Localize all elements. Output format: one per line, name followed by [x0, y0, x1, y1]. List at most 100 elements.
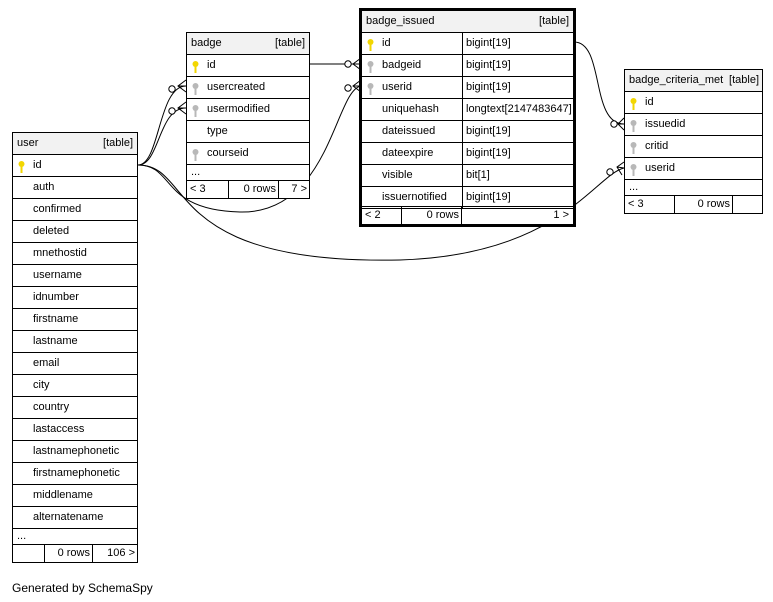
column-name: email — [33, 357, 60, 369]
optional-marker — [606, 168, 614, 176]
optional-marker — [168, 107, 176, 115]
column-row[interactable]: usercreated — [187, 77, 309, 99]
column-name: issuernotified — [382, 191, 447, 203]
column-row[interactable]: alternatename — [13, 507, 137, 529]
link-issued-criteria-issuedid — [573, 41, 625, 125]
column-name: deleted — [33, 225, 70, 237]
table-tag: [table] — [539, 15, 569, 27]
table-name: user — [17, 137, 39, 149]
column-name: lastnamephonetic — [33, 445, 120, 457]
table-tag: [table] — [275, 37, 305, 49]
column-row[interactable]: critid — [625, 136, 762, 158]
column-name: userid — [382, 81, 412, 93]
column-row[interactable]: auth — [13, 177, 137, 199]
table-user[interactable]: user [table] id auth confirmed deleted m… — [12, 132, 138, 563]
column-row[interactable]: id — [187, 55, 309, 77]
column-row[interactable]: userid bigint[19] — [362, 77, 573, 99]
foreign-key-icon — [192, 104, 199, 117]
column-name: id — [33, 159, 42, 171]
link-user-badge-usermodified — [137, 107, 187, 166]
column-row[interactable]: courseid — [187, 143, 309, 165]
foreign-key-icon — [630, 163, 637, 176]
table-footer: 0 rows 106 > — [13, 544, 137, 562]
primary-key-icon — [192, 60, 199, 73]
column-row[interactable]: firstname — [13, 309, 137, 331]
column-name: alternatename — [33, 511, 104, 523]
column-name: mnethostid — [33, 247, 87, 259]
more-columns: ... — [625, 180, 762, 196]
column-name: lastaccess — [33, 423, 85, 435]
column-row[interactable]: lastaccess — [13, 419, 137, 441]
children-count[interactable] — [733, 196, 762, 213]
column-row[interactable]: city — [13, 375, 137, 397]
column-row[interactable]: username — [13, 265, 137, 287]
column-row[interactable]: type — [187, 121, 309, 143]
table-badge-criteria-met[interactable]: badge_criteria_met [table] id issuedid c… — [624, 69, 763, 214]
column-type: bigint[19] — [462, 77, 511, 98]
column-name: id — [207, 59, 216, 71]
table-header: user [table] — [13, 133, 137, 155]
children-count[interactable]: 106 > — [107, 547, 135, 559]
column-name: critid — [645, 140, 669, 152]
table-name: badge — [191, 37, 222, 49]
column-type: bigint[19] — [462, 121, 511, 142]
table-footer: < 3 0 rows 7 > — [187, 180, 309, 198]
column-row[interactable]: firstnamephonetic — [13, 463, 137, 485]
column-row[interactable]: idnumber — [13, 287, 137, 309]
column-row[interactable]: id — [13, 155, 137, 177]
crowfoot-marker — [617, 117, 625, 131]
column-row[interactable]: userid — [625, 158, 762, 180]
column-name: username — [33, 269, 82, 281]
row-count: 0 rows — [402, 207, 462, 224]
foreign-key-icon — [367, 82, 374, 95]
parents-count[interactable]: < 3 — [625, 196, 675, 213]
link-user-badge-usercreated — [137, 85, 187, 166]
parents-count[interactable] — [13, 545, 45, 562]
column-row[interactable]: id bigint[19] — [362, 33, 573, 55]
children-count[interactable]: 1 > — [553, 209, 569, 221]
table-footer: < 2 0 rows 1 > — [362, 206, 573, 224]
column-name: idnumber — [33, 291, 79, 303]
column-row[interactable]: lastname — [13, 331, 137, 353]
column-row[interactable]: deleted — [13, 221, 137, 243]
generator-caption: Generated by SchemaSpy — [12, 581, 153, 595]
column-name: courseid — [207, 147, 249, 159]
column-row[interactable]: email — [13, 353, 137, 375]
column-row[interactable]: mnethostid — [13, 243, 137, 265]
foreign-key-icon — [630, 119, 637, 132]
column-name: uniquehash — [382, 103, 439, 115]
primary-key-icon — [18, 160, 25, 173]
optional-marker — [344, 84, 352, 92]
column-row[interactable]: lastnamephonetic — [13, 441, 137, 463]
crowfoot-marker — [177, 101, 187, 115]
column-name: id — [382, 37, 391, 49]
table-header: badge [table] — [187, 33, 309, 55]
optional-marker — [610, 120, 618, 128]
column-name: city — [33, 379, 50, 391]
column-type: bigint[19] — [462, 33, 511, 54]
optional-marker — [168, 85, 176, 93]
column-row[interactable]: issuedid — [625, 114, 762, 136]
parents-count[interactable]: < 2 — [362, 207, 402, 224]
column-name: badgeid — [382, 59, 422, 71]
column-row[interactable]: usermodified — [187, 99, 309, 121]
table-badge[interactable]: badge [table] id usercreated usermodifie… — [186, 32, 310, 199]
column-name: middlename — [33, 489, 93, 501]
column-row[interactable]: confirmed — [13, 199, 137, 221]
column-name: type — [207, 125, 228, 137]
column-row[interactable]: middlename — [13, 485, 137, 507]
column-name: id — [645, 96, 654, 108]
children-count[interactable]: 7 > — [291, 183, 307, 195]
more-columns: ... — [13, 529, 137, 545]
link-user-criteria-userid — [137, 164, 625, 261]
parents-count[interactable]: < 3 — [187, 181, 229, 198]
column-row[interactable]: id — [625, 92, 762, 114]
column-row[interactable]: country — [13, 397, 137, 419]
